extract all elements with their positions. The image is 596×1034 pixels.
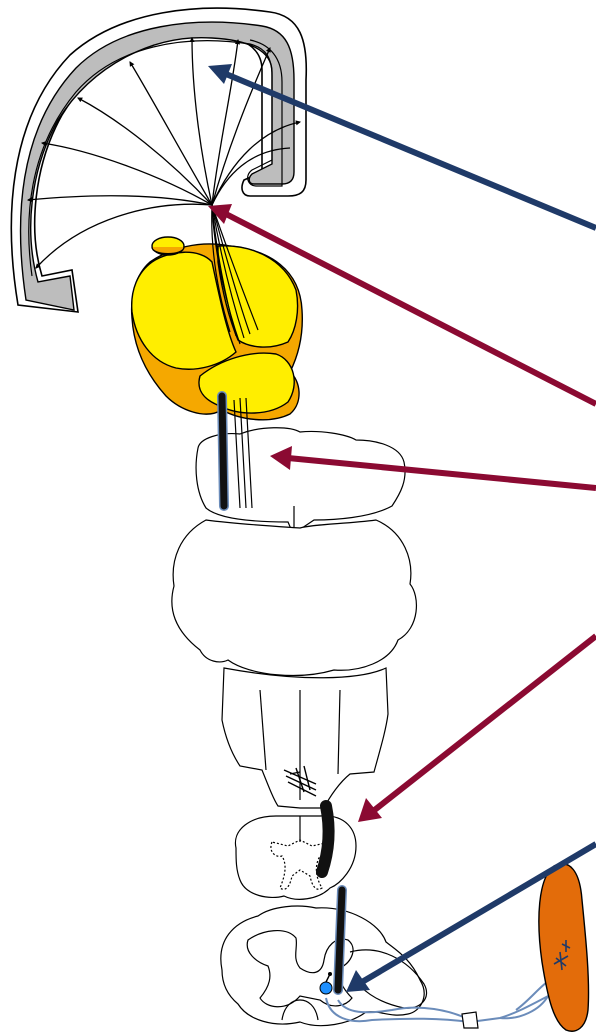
arrow-to-lateral-corticospinal-tract (358, 633, 596, 822)
midbrain-outline (195, 427, 406, 539)
pyramidal-decussation (283, 765, 317, 797)
arrow-to-internal-capsule (208, 204, 596, 407)
upper-cord-grey-matter (270, 839, 332, 890)
arrow-to-midbrain-tract (270, 446, 596, 491)
muscle-body (538, 863, 590, 1032)
arrow-to-lower-motor-neuron (346, 841, 596, 992)
corticospinal-tract (217, 391, 347, 995)
medulla-outline (221, 667, 389, 809)
dorsal-root-ganglion (349, 949, 428, 1009)
thalamus (130, 236, 304, 421)
motor-end-plate (553, 940, 571, 971)
medulla (221, 667, 389, 809)
corticospinal-fibers-fan (26, 36, 302, 269)
upper-cord-outline (234, 815, 357, 900)
thalamus-body-right (217, 245, 299, 348)
nerve-sheath-bulb (461, 1011, 479, 1029)
lower-spinal-cord (220, 905, 428, 1027)
internal-capsule-fibers (211, 204, 259, 345)
pons (171, 519, 417, 677)
pointer-arrows (208, 64, 596, 992)
lower-motor-neuron-soma (319, 981, 333, 995)
tract-fibers-midbrain (233, 397, 253, 509)
thalamus-knob-shadow (151, 246, 185, 255)
pons-outline (171, 519, 417, 677)
thalamus-body-left (131, 251, 237, 370)
tract-lateral-medulla (316, 800, 335, 878)
skeletal-muscle (538, 863, 590, 1032)
midbrain (195, 427, 406, 539)
cortex-inner-white (28, 39, 283, 277)
upper-spinal-cord (234, 815, 357, 900)
arrow-to-cortex-fibers (208, 64, 596, 231)
